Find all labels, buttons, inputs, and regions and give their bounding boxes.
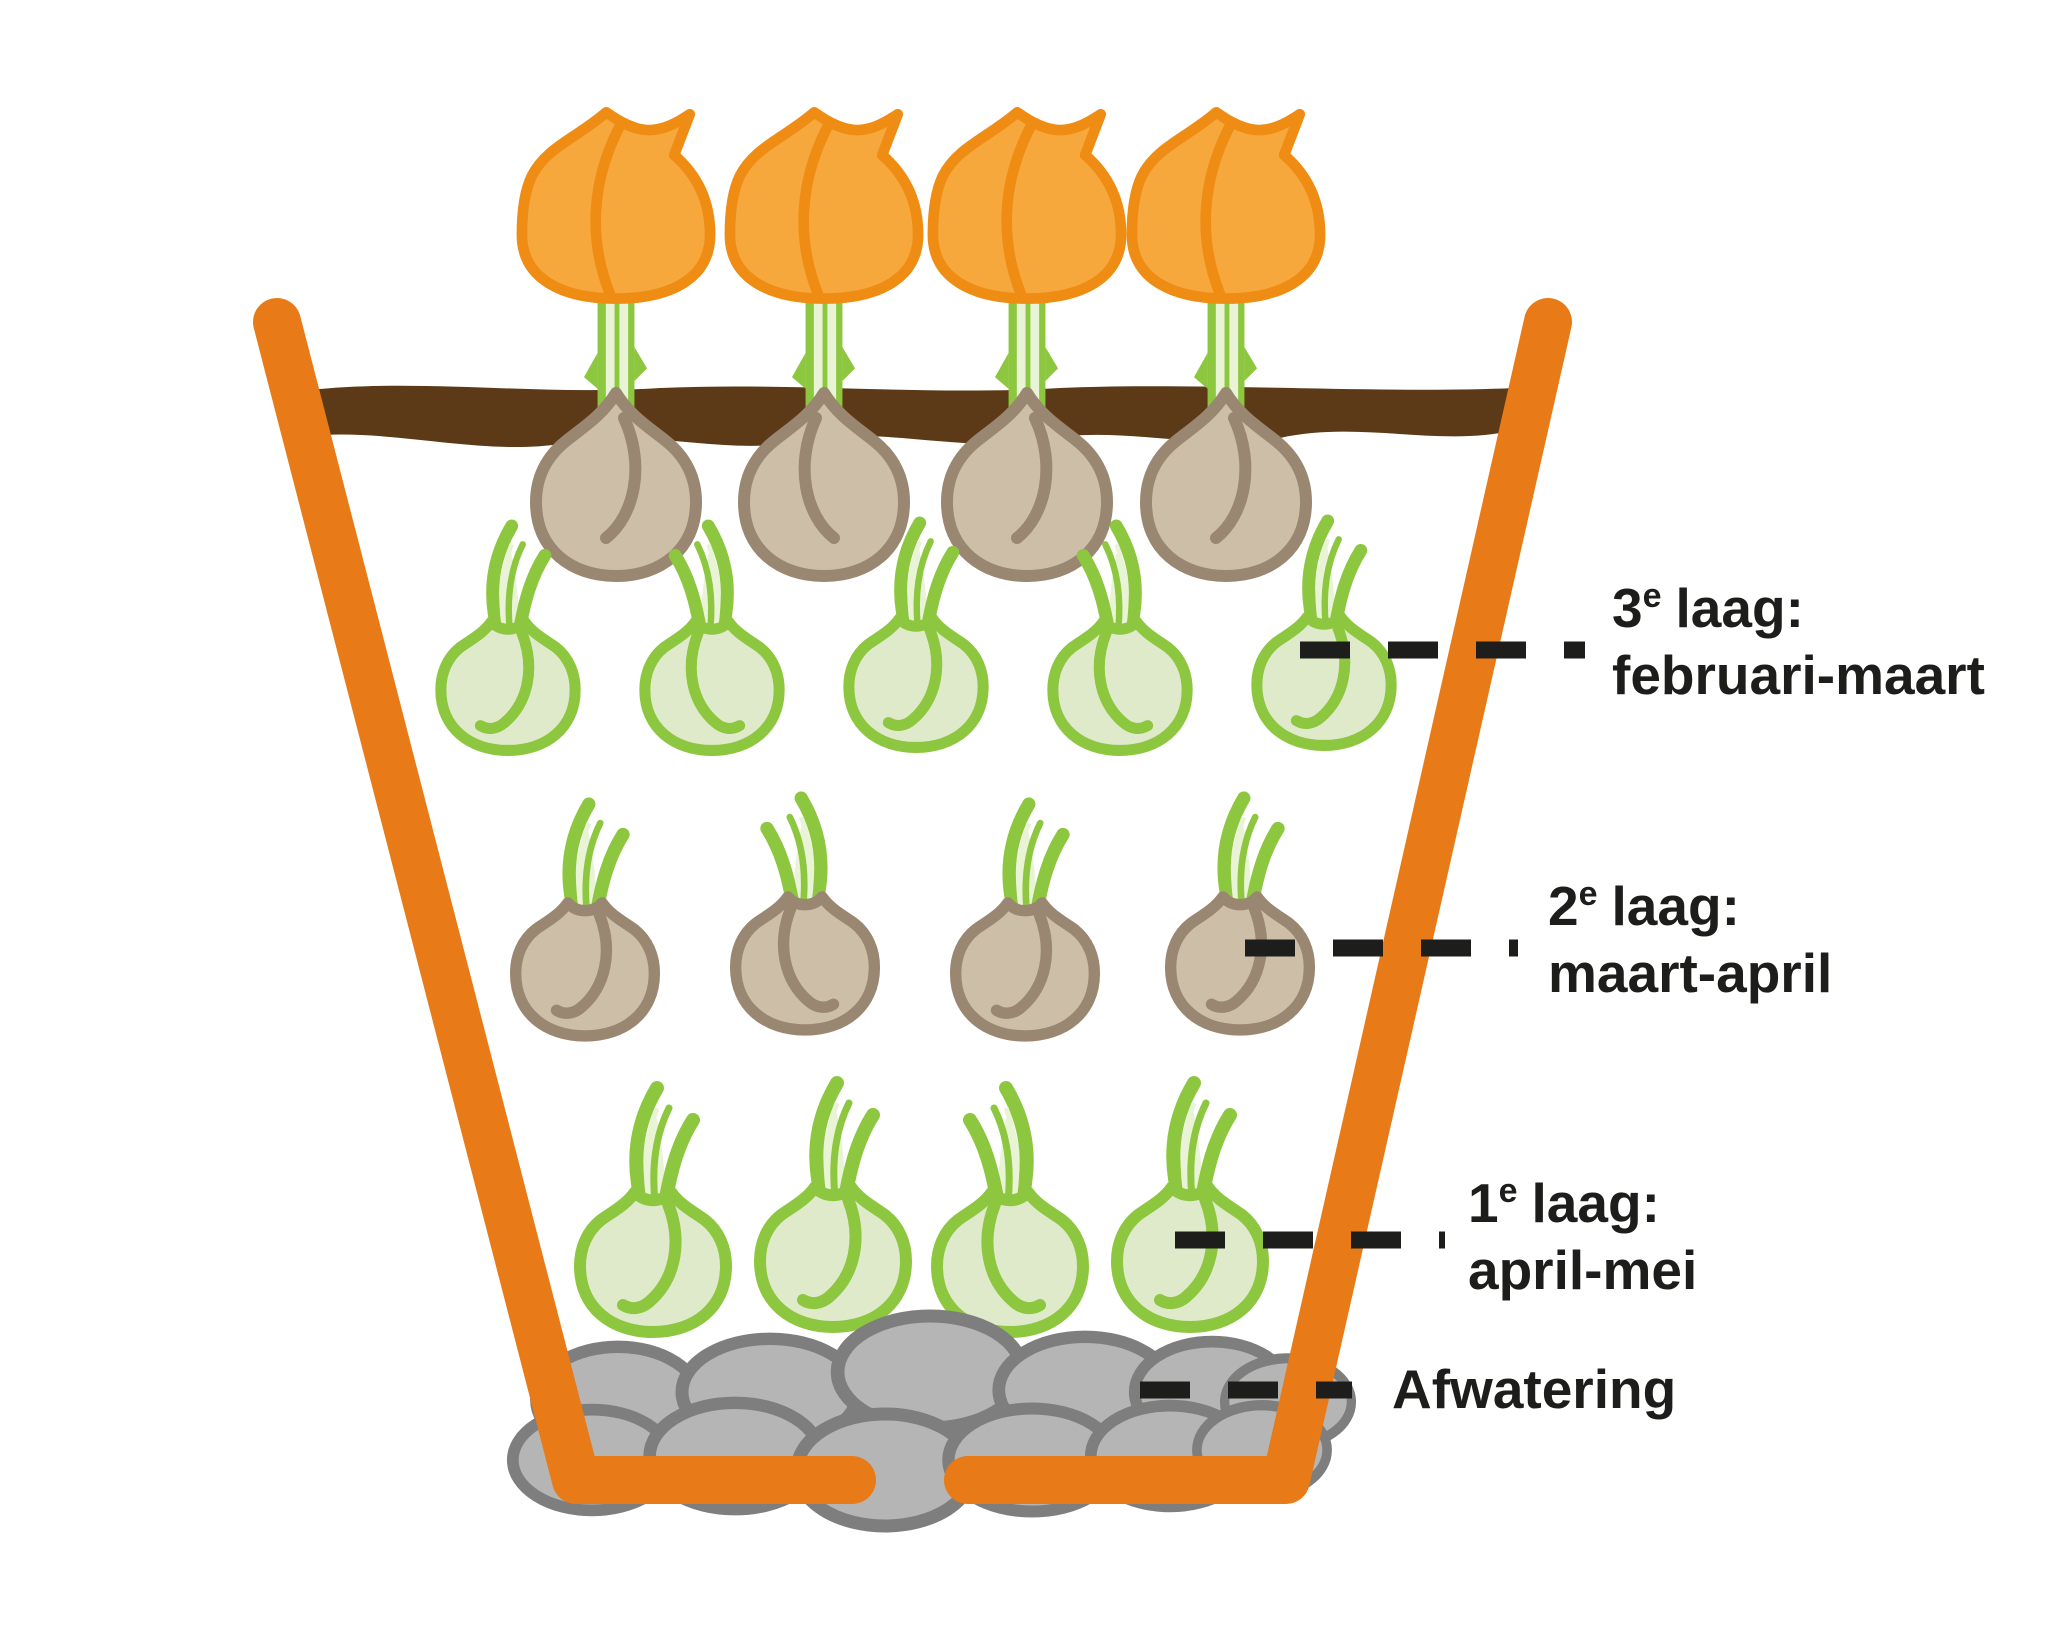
pot-left-wall	[253, 298, 876, 1504]
drainage-label: Afwatering	[1392, 1358, 1676, 1420]
layer3-label-months: februari-maart	[1612, 644, 1985, 706]
layer2-label-months: maart-april	[1548, 942, 1832, 1004]
pot-right-wall	[944, 298, 1572, 1504]
layer1-label-months: april-mei	[1468, 1239, 1697, 1301]
annotation-lines	[1140, 641, 1585, 1399]
flower-pot	[253, 298, 1572, 1504]
